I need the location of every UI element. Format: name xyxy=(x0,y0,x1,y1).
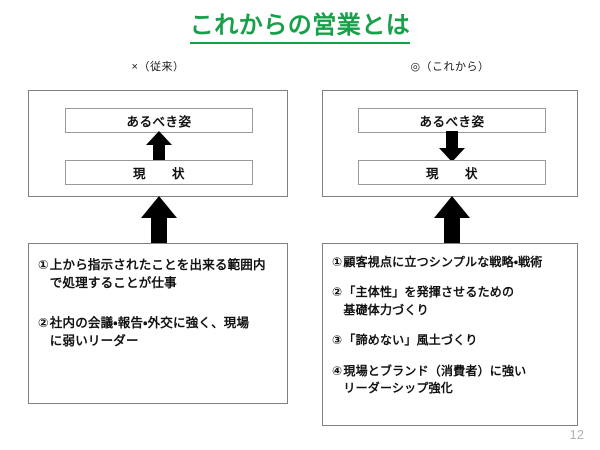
left-bullet-list: ① 上から指示されたことを出来る範囲内 で処理することが仕事 ② 社内の会議・報… xyxy=(38,256,282,373)
list-item: ② 社内の会議・報告・外交に強く、現場 に弱いリーダー xyxy=(38,314,282,350)
right-bullet-list: ① 顧客視点に立つシンプルな戦略・戦術 ② 「主体性」を発揮させるための 基礎体… xyxy=(332,254,572,410)
list-item-marker: ① xyxy=(332,255,343,269)
left-inner-up-arrow-icon xyxy=(146,131,172,162)
left-ideal-state-box: あるべき姿 xyxy=(65,108,253,133)
right-bottom-outer-box xyxy=(322,243,578,426)
list-item-text: 顧客視点に立つシンプルな戦略・戦術 xyxy=(343,255,543,269)
left-current-state-box: 現 状 xyxy=(65,160,253,185)
page-number: 12 xyxy=(569,427,584,442)
list-item-marker: ② xyxy=(332,285,343,300)
list-item-text: 「諦めない」風土づくり xyxy=(343,333,478,348)
list-item-text: 上から指示されたことを出来る範囲内 で処理することが仕事 xyxy=(49,258,266,291)
page-title-text: これからの営業とは xyxy=(189,12,411,44)
left-bottom-outer-box xyxy=(28,243,288,404)
right-inner-down-arrow-icon xyxy=(439,131,465,162)
list-item: ③ 「諦めない」風土づくり xyxy=(332,332,572,349)
list-item: ② 「主体性」を発揮させるための 基礎体力づくり xyxy=(332,284,572,319)
left-connector-up-arrow-icon xyxy=(141,196,177,248)
right-connector-up-arrow-icon xyxy=(434,196,470,248)
list-item-text: 「主体性」を発揮させるための 基礎体力づくり xyxy=(343,285,515,317)
right-current-state-box: 現 状 xyxy=(358,160,546,185)
list-item-marker: ② xyxy=(38,316,49,331)
list-item-text: 現場とブランド（消費者）に強い リーダーシップ強化 xyxy=(343,363,527,395)
list-item: ④ 現場とブランド（消費者）に強い リーダーシップ強化 xyxy=(332,363,572,398)
list-item: ① 顧客視点に立つシンプルな戦略・戦術 xyxy=(332,254,572,271)
list-item-marker: ④ xyxy=(332,363,343,378)
left-column-header: ×（従来） xyxy=(131,61,185,73)
right-ideal-state-box: あるべき姿 xyxy=(358,108,546,133)
list-item: ① 上から指示されたことを出来る範囲内 で処理することが仕事 xyxy=(38,256,282,292)
list-item-marker: ① xyxy=(38,258,49,272)
right-column-header: ◎（これから） xyxy=(410,61,490,73)
list-item-text: 社内の会議・報告・外交に強く、現場 に弱いリーダー xyxy=(49,316,250,349)
page-title: これからの営業とは xyxy=(0,12,600,44)
list-item-marker: ③ xyxy=(332,333,343,348)
